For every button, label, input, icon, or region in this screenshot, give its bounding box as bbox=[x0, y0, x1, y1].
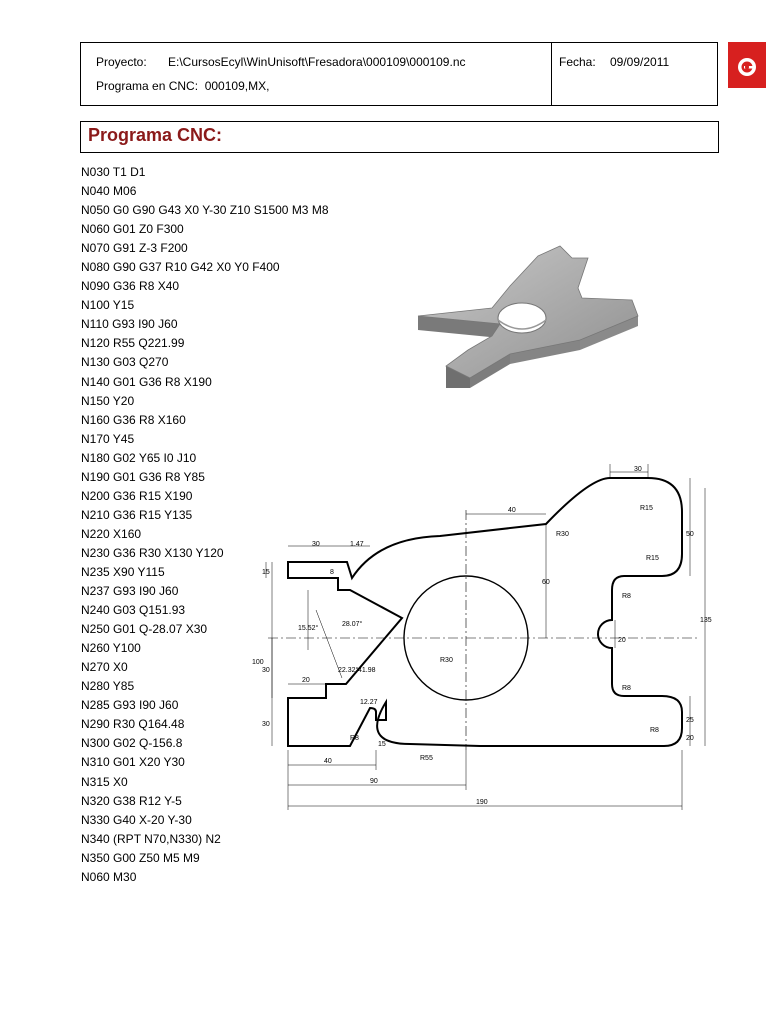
section-title-box: Programa CNC: bbox=[80, 121, 719, 153]
program-line: Programa en CNC: 000109,MX, bbox=[96, 79, 270, 93]
dim-60: 60 bbox=[542, 579, 550, 586]
dim-r8-d: R8 bbox=[650, 727, 659, 734]
dim-22.32: 22.32° bbox=[338, 666, 359, 674]
cnc-program-line: N050 G0 G90 G43 X0 Y-30 Z10 S1500 M3 M8 bbox=[81, 203, 329, 218]
project-path: E:\CursosEcyl\WinUnisoft\Fresadora\00010… bbox=[168, 55, 466, 69]
dim-190: 190 bbox=[476, 799, 488, 806]
cnc-program-line: N260 Y100 bbox=[81, 641, 141, 656]
cnc-program-line: N160 G36 R8 X160 bbox=[81, 412, 186, 427]
cnc-program-line: N130 G03 Q270 bbox=[81, 355, 169, 370]
logo-icon bbox=[728, 42, 766, 88]
cnc-program-line: N240 G03 Q151.93 bbox=[81, 603, 186, 618]
cnc-program-line: N340 (RPT N70,N330) N2 bbox=[81, 831, 221, 846]
part-3d-render bbox=[417, 245, 639, 388]
header-divider bbox=[551, 43, 552, 105]
project-label: Proyecto: bbox=[96, 55, 147, 69]
date-label: Fecha: bbox=[559, 55, 596, 69]
dim-r55: R55 bbox=[420, 755, 433, 762]
dim-40-bottom: 40 bbox=[324, 758, 332, 765]
dim-20-low: 20 bbox=[686, 735, 694, 742]
dim-40-top: 40 bbox=[508, 507, 516, 514]
cnc-program-line: N250 G01 Q-28.07 X30 bbox=[81, 622, 208, 637]
section-title: Programa CNC: bbox=[88, 125, 223, 145]
cnc-program-line: N270 X0 bbox=[81, 660, 128, 675]
cnc-program-line: N060 M30 bbox=[81, 869, 137, 884]
cnc-program-line: N190 G01 G36 R8 Y85 bbox=[81, 469, 205, 484]
dim-r8-a: R8 bbox=[622, 593, 631, 600]
cnc-program-line: N300 G02 Q-156.8 bbox=[81, 736, 183, 751]
dim-25: 25 bbox=[686, 717, 694, 724]
cnc-program-line: N120 R55 Q221.99 bbox=[81, 336, 185, 351]
cnc-program-line: N100 Y15 bbox=[81, 298, 135, 313]
cnc-program-line: N290 R30 Q164.48 bbox=[81, 717, 185, 732]
dim-1.47: 1.47 bbox=[350, 541, 364, 548]
dim-r15-b: R15 bbox=[646, 555, 659, 562]
cnc-program-line: N150 Y20 bbox=[81, 393, 135, 408]
dim-100: 100 bbox=[252, 659, 264, 666]
dim-r30: R30 bbox=[556, 531, 569, 538]
cnc-program-line: N310 G01 X20 Y30 bbox=[81, 755, 185, 770]
dim-90: 90 bbox=[370, 778, 378, 785]
dim-20-right: 20 bbox=[618, 637, 626, 644]
cnc-program-line: N140 G01 G36 R8 X190 bbox=[81, 374, 212, 389]
cnc-program-line: N350 G00 Z50 M5 M9 bbox=[81, 850, 200, 865]
cnc-program-line: N110 G93 I90 J60 bbox=[81, 317, 178, 332]
dim-15-low: 15 bbox=[378, 741, 386, 748]
cnc-program-line: N200 G36 R15 X190 bbox=[81, 488, 193, 503]
dim-30-mid: 30 bbox=[262, 667, 270, 674]
cnc-program-line: N170 Y45 bbox=[81, 431, 135, 446]
document-header: Proyecto: E:\CursosEcyl\WinUnisoft\Fresa… bbox=[80, 42, 718, 106]
technical-drawing: 30 40 R15 R30 50 R15 30 1.47 15 8 60 R8 … bbox=[252, 464, 712, 810]
dim-50: 50 bbox=[686, 531, 694, 538]
cnc-program-line: N280 Y85 bbox=[81, 679, 135, 694]
cnc-program-line: N210 G36 R15 Y135 bbox=[81, 507, 193, 522]
dim-30-top: 30 bbox=[634, 466, 642, 473]
cnc-program-line: N060 G01 Z0 F300 bbox=[81, 222, 184, 237]
cnc-program-line: N285 G93 I90 J60 bbox=[81, 698, 179, 713]
dim-15-left: 15 bbox=[262, 569, 270, 576]
dim-30-left: 30 bbox=[312, 541, 320, 548]
dim-41.98: 41.98 bbox=[358, 667, 376, 674]
date-value: 09/09/2011 bbox=[610, 55, 670, 69]
dim-15.52: 15.52° bbox=[298, 624, 319, 632]
cnc-program-line: N235 X90 Y115 bbox=[81, 564, 165, 579]
dim-28.07: 28.07° bbox=[342, 620, 363, 628]
dim-30-low: 30 bbox=[262, 721, 270, 728]
cnc-program-line: N040 M06 bbox=[81, 184, 137, 199]
dim-r8-c: R8 bbox=[350, 735, 359, 742]
cnc-program-line: N180 G02 Y65 I0 J10 bbox=[81, 450, 197, 465]
cnc-program-line: N320 G38 R12 Y-5 bbox=[81, 793, 182, 808]
cnc-program-line: N070 G91 Z-3 F200 bbox=[81, 241, 188, 256]
cnc-program-line: N090 G36 R8 X40 bbox=[81, 279, 180, 294]
dim-r30-hole: R30 bbox=[440, 657, 453, 664]
cnc-program-line: N237 G93 I90 J60 bbox=[81, 584, 179, 599]
cnc-program-line: N220 X160 bbox=[81, 526, 142, 541]
dim-r8-b: R8 bbox=[622, 685, 631, 692]
dim-12.27: 12.27 bbox=[360, 699, 378, 706]
dim-135: 135 bbox=[700, 617, 712, 624]
dim-20-left: 20 bbox=[302, 677, 310, 684]
cnc-program-line: N330 G40 X-20 Y-30 bbox=[81, 812, 192, 827]
cnc-program-line: N230 G36 R30 X130 Y120 bbox=[81, 545, 224, 560]
dim-8: 8 bbox=[330, 569, 334, 576]
cnc-program-line: N315 X0 bbox=[81, 774, 128, 789]
cnc-program-line: N080 G90 G37 R10 G42 X0 Y0 F400 bbox=[81, 260, 280, 275]
dim-r15-a: R15 bbox=[640, 505, 653, 512]
cnc-program-line: N030 T1 D1 bbox=[81, 165, 146, 179]
